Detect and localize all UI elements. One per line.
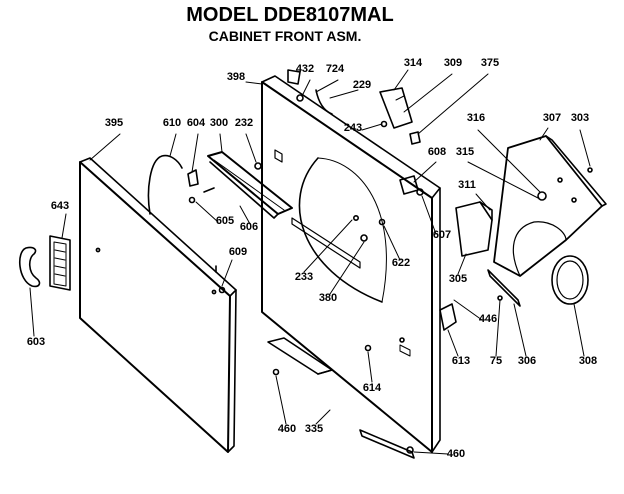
part-label-606: 606 bbox=[240, 221, 258, 233]
part-label-460: 460 bbox=[447, 448, 465, 460]
part-label-305: 305 bbox=[449, 273, 467, 285]
part-label-314: 314 bbox=[404, 57, 423, 69]
part-label-622: 622 bbox=[392, 257, 410, 269]
cabinet-front-panel bbox=[261, 75, 441, 453]
part-label-308: 308 bbox=[579, 355, 597, 367]
door-panel bbox=[79, 157, 237, 453]
part-label-75: 75 bbox=[490, 355, 502, 367]
part-number-labels: 398 432 724 229 314 309 375 243 395 610 604 300 232 3… bbox=[27, 57, 597, 460]
part-label-335: 335 bbox=[305, 423, 323, 435]
part-label-307: 307 bbox=[543, 112, 561, 124]
leader-lines bbox=[29, 69, 591, 455]
diagram-title: MODEL DDE8107MAL bbox=[186, 4, 394, 26]
bottom-rail bbox=[267, 337, 333, 375]
part-label-613: 613 bbox=[452, 355, 470, 367]
part-label-643: 643 bbox=[51, 200, 69, 212]
control-trim bbox=[207, 151, 293, 219]
part-label-604: 604 bbox=[187, 117, 206, 129]
part-label-300: 300 bbox=[210, 117, 228, 129]
part-label-610: 610 bbox=[163, 117, 181, 129]
switch-bracket bbox=[487, 269, 521, 307]
part-label-375: 375 bbox=[481, 57, 499, 69]
part-label-311: 311 bbox=[458, 179, 476, 191]
part-label-229: 229 bbox=[353, 79, 371, 91]
part-label-605: 605 bbox=[216, 215, 234, 227]
latch-part bbox=[439, 303, 457, 331]
part-label-243: 243 bbox=[344, 122, 362, 134]
part-label-609: 609 bbox=[229, 246, 247, 258]
light-bulb-housing bbox=[455, 201, 493, 257]
motor-bracket bbox=[493, 135, 607, 277]
part-label-306: 306 bbox=[518, 355, 536, 367]
part-label-380: 380 bbox=[319, 292, 337, 304]
part-label-607: 607 bbox=[433, 229, 451, 241]
part-label-432: 432 bbox=[296, 63, 314, 75]
diagram-subtitle: CABINET FRONT ASM. bbox=[208, 28, 362, 44]
wire-harness bbox=[147, 154, 183, 215]
part-label-614: 614 bbox=[363, 382, 382, 394]
part-label-398: 398 bbox=[227, 71, 245, 83]
part-label-608: 608 bbox=[428, 146, 446, 158]
vent-grille bbox=[49, 235, 71, 291]
part-label-460: 460 bbox=[278, 423, 296, 435]
toe-kick bbox=[359, 429, 415, 459]
part-label-603: 603 bbox=[27, 336, 45, 348]
part-label-309: 309 bbox=[444, 57, 462, 69]
part-label-395: 395 bbox=[105, 117, 123, 129]
part-label-724: 724 bbox=[326, 63, 345, 75]
part-label-232: 232 bbox=[235, 117, 253, 129]
part-label-303: 303 bbox=[571, 112, 589, 124]
drum-ring bbox=[551, 255, 589, 305]
part-label-446: 446 bbox=[479, 313, 497, 325]
door-handle bbox=[19, 246, 41, 288]
part-label-233: 233 bbox=[295, 271, 313, 283]
part-label-316: 316 bbox=[467, 112, 485, 124]
part-label-315: 315 bbox=[456, 146, 474, 158]
